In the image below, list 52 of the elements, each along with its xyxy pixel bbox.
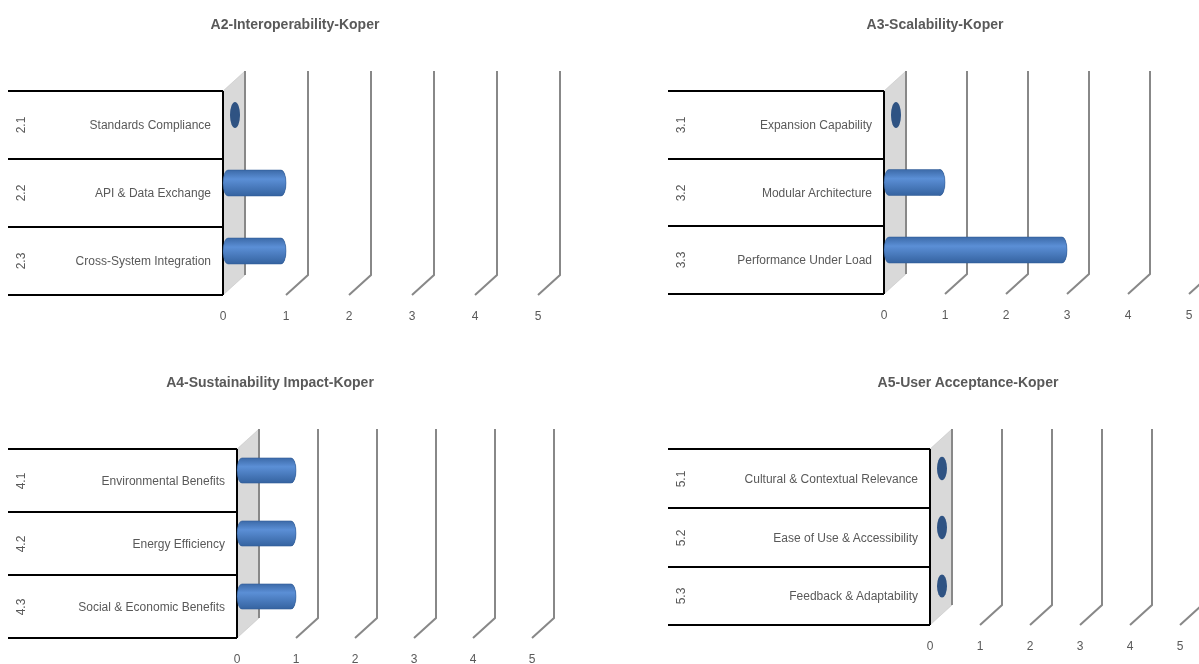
category-number: 2.2 xyxy=(14,184,28,202)
tick-label: 2 xyxy=(1026,639,1034,653)
tick-label: 5 xyxy=(1176,639,1184,653)
tick-label: 5 xyxy=(1185,308,1193,322)
tick-label: 2 xyxy=(1002,308,1010,322)
category-number: 3.3 xyxy=(674,251,688,269)
category-label: Standards Compliance xyxy=(89,118,211,132)
category-number: 4.3 xyxy=(14,598,28,615)
tick-label: 4 xyxy=(471,309,479,323)
tick-label: 1 xyxy=(976,639,984,653)
tick-label: 5 xyxy=(534,309,542,323)
category-label: Modular Architecture xyxy=(761,185,872,200)
tick-label: 3 xyxy=(408,309,416,323)
tick-label: 0 xyxy=(880,308,888,322)
tick-label: 0 xyxy=(233,652,241,664)
category-label: Cross-System Integration xyxy=(75,254,211,268)
tick-label: 4 xyxy=(469,652,477,664)
tick-label: 3 xyxy=(1076,639,1084,653)
category-number: 2.3 xyxy=(14,252,28,270)
category-number: 3.2 xyxy=(674,184,688,201)
tick-label: 0 xyxy=(219,309,227,323)
category-number: 3.1 xyxy=(674,116,688,134)
chart-title: A4-Sustainability Impact-Koper xyxy=(166,374,374,390)
tick-label: 5 xyxy=(528,652,536,664)
category-label: Cultural & Contextual Relevance xyxy=(744,471,918,486)
tick-label: 0 xyxy=(926,639,934,653)
tick-label: 4 xyxy=(1124,308,1132,322)
category-label: API & Data Exchange xyxy=(94,186,211,200)
tick-label: 4 xyxy=(1126,639,1134,653)
chart-title: A3-Scalability-Koper xyxy=(866,16,1004,32)
tick-label: 1 xyxy=(941,308,949,322)
category-number: 5.2 xyxy=(674,529,688,546)
category-number: 5.1 xyxy=(674,470,688,487)
category-number: 4.1 xyxy=(14,472,28,489)
category-label: Feedback & Adaptability xyxy=(789,589,918,603)
category-label: Performance Under Load xyxy=(737,253,872,267)
tick-label: 2 xyxy=(345,309,353,323)
category-label: Social & Economic Benefits xyxy=(78,599,225,614)
category-number: 2.1 xyxy=(14,116,28,134)
tick-label: 1 xyxy=(292,652,300,664)
category-label: Expansion Capability xyxy=(759,118,872,132)
tick-label: 1 xyxy=(282,309,290,323)
tick-label: 3 xyxy=(410,652,418,664)
tick-label: 3 xyxy=(1063,308,1071,322)
category-number: 4.2 xyxy=(14,535,28,552)
category-label: Environmental Benefits xyxy=(101,473,225,488)
category-label: Energy Efficiency xyxy=(132,536,225,551)
tick-label: 2 xyxy=(351,652,359,664)
category-number: 5.3 xyxy=(674,587,688,605)
chart-title: A2-Interoperability-Koper xyxy=(210,16,380,32)
category-label: Ease of Use & Accessibility xyxy=(773,530,918,545)
chart-title: A5-User Acceptance-Koper xyxy=(877,374,1059,390)
